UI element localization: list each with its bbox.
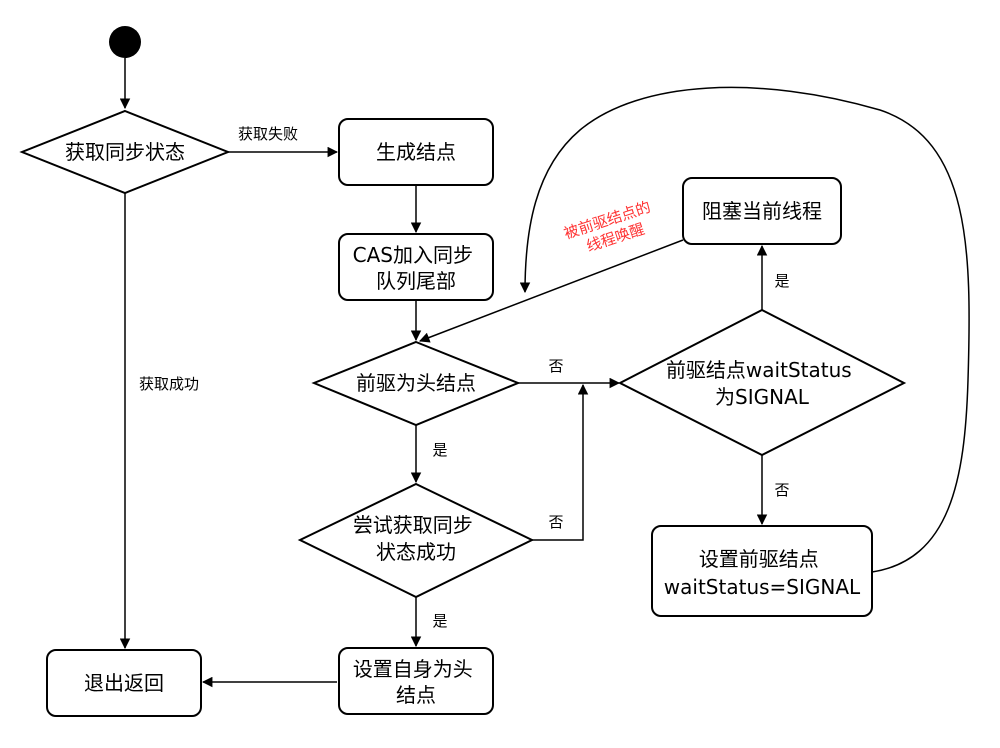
start-node: [109, 26, 141, 58]
edge-try-acquire-no: [532, 383, 589, 541]
node-try-acquire: 尝试获取同步 状态成功: [297, 482, 535, 599]
node-acquire-check: 获取同步状态: [19, 109, 231, 195]
node-label: 设置前驱结点 waitStatus=SIGNAL: [664, 547, 861, 599]
node-cas-enqueue: CAS加入同步 队列尾部: [338, 233, 494, 301]
edge-set-signal-loop: [519, 86, 970, 573]
node-exit-return: 退出返回: [46, 649, 202, 717]
edge-block-to-pred-head: [419, 239, 684, 343]
node-pred-is-head: 前驱为头结点: [311, 340, 521, 427]
node-label: 设置自身为头 结点: [353, 657, 479, 707]
edge-label-pred-head-yes: 是: [432, 441, 447, 459]
edge-label-signal-no: 否: [774, 481, 789, 499]
node-label: CAS加入同步 队列尾部: [353, 243, 480, 293]
node-create: 生成结点: [338, 118, 494, 186]
edge-label-try-acquire-no: 否: [548, 513, 563, 531]
edge-label-acquire-fail: 获取失败: [238, 125, 298, 143]
node-set-head: 设置自身为头 结点: [338, 647, 494, 715]
edge-label-pred-head-no: 否: [548, 357, 563, 375]
node-set-pred-signal: 设置前驱结点 waitStatus=SIGNAL: [651, 525, 873, 617]
edge-label-signal-yes: 是: [774, 272, 789, 290]
edges: [119, 58, 970, 688]
node-label: 生成结点: [376, 140, 456, 164]
node-label: 尝试获取同步 状态成功: [353, 513, 479, 564]
node-label: 退出返回: [84, 671, 164, 695]
node-label: 阻塞当前线程: [702, 199, 822, 223]
edge-label-acquire-success: 获取成功: [139, 375, 199, 393]
node-block-thread: 阻塞当前线程: [682, 177, 842, 245]
edge-label-try-acquire-yes: 是: [432, 612, 447, 630]
node-pred-signal-check: 前驱结点waitStatus 为SIGNAL: [617, 308, 907, 457]
node-label: 前驱结点waitStatus 为SIGNAL: [666, 358, 858, 409]
node-label: 获取同步状态: [65, 140, 185, 164]
annotation-wakeup: 被前驱结点的 线程唤醒: [562, 196, 664, 260]
node-label: 前驱为头结点: [356, 371, 476, 395]
